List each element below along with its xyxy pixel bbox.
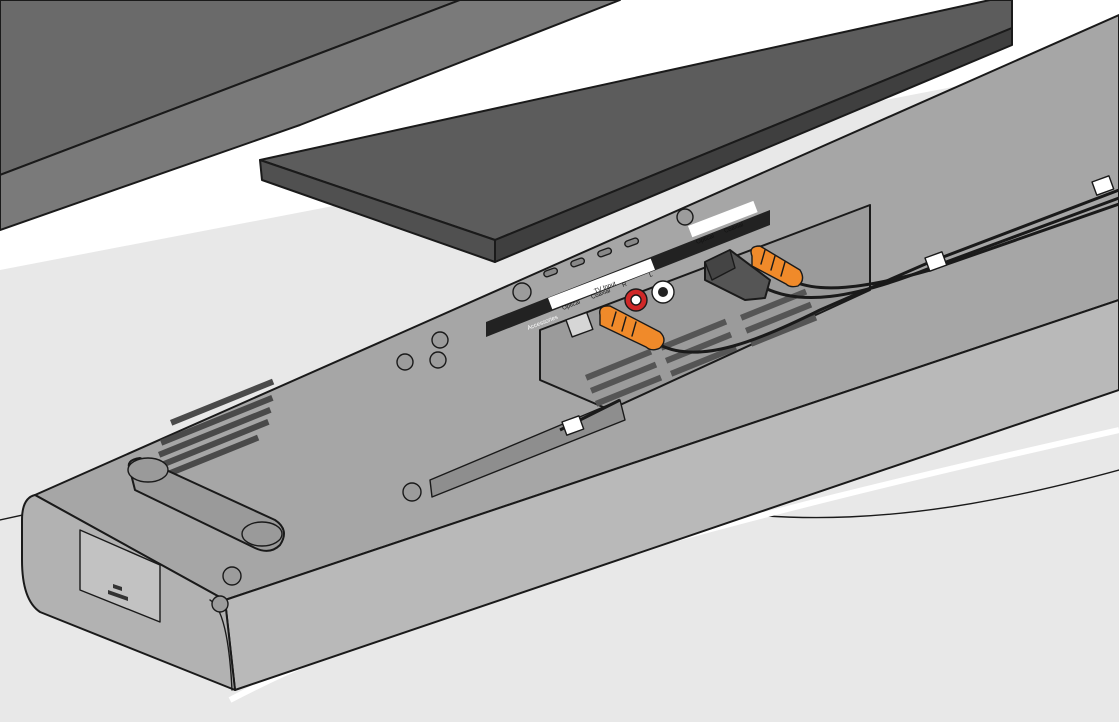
tv-input-label-box xyxy=(548,258,655,310)
tv xyxy=(0,0,1013,263)
vent-grille-left xyxy=(155,378,275,482)
optical-plug-aux xyxy=(704,249,771,301)
indicator-slots xyxy=(543,237,640,278)
screw-holes xyxy=(211,208,694,613)
soundbar-foot xyxy=(127,457,285,552)
optical-port xyxy=(565,311,594,338)
end-cap-inner xyxy=(79,529,161,623)
coaxial-plug-aux xyxy=(750,245,804,288)
left-channel-label: L xyxy=(649,272,655,279)
end-cap-logo xyxy=(108,584,128,601)
tv-base xyxy=(0,0,621,231)
coaxial-plug-tv xyxy=(599,305,665,351)
soundbar: Accessories TV Input Optical Coaxial R L… xyxy=(21,14,1119,691)
tv-stand-side xyxy=(259,159,496,263)
aux-label-box xyxy=(688,200,758,238)
cable-clips xyxy=(561,175,1115,436)
aux-label-2: AUX xyxy=(719,216,733,226)
cables xyxy=(559,188,1119,432)
aux-label: AUX xyxy=(692,226,706,236)
right-channel-label: R xyxy=(622,281,629,288)
